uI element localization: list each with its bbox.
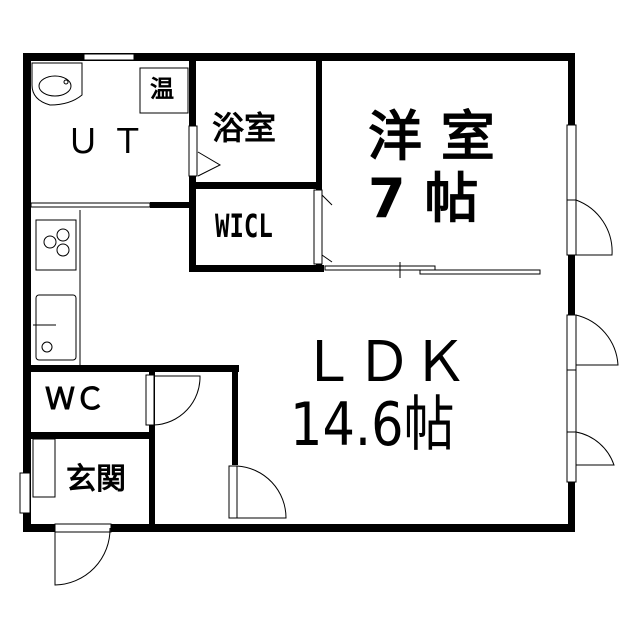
window [83,53,135,61]
room-label-ut: Ｕ Ｔ [66,122,145,162]
wc-door [153,375,201,426]
room-label-wc: ＷＣ [45,382,105,417]
washbasin [31,62,189,114]
kitchen-counter [33,210,81,365]
water-heater [139,67,189,114]
sliding-door [30,202,151,208]
room-label-western-size: 7 帖 [368,167,479,230]
walls [23,53,575,532]
front-door [54,527,111,586]
room-label-water-heater: 温 [150,75,174,103]
room-label-ldk: ＬＤＫ [300,330,468,395]
room-label-wicl: WICL [215,207,273,245]
ldk-door [236,465,287,519]
right-openings [566,124,619,483]
western-room-sliding-doors [324,262,541,278]
room-label-western: 洋 室 [368,105,495,168]
bath-door [188,125,198,177]
room-label-entrance: 玄関 [66,462,126,497]
wicl-door [313,189,323,265]
room-label-ldk-size: 14.6帖 [290,390,455,460]
shoe-box [32,438,56,498]
room-label-bath: 浴室 [212,109,277,147]
